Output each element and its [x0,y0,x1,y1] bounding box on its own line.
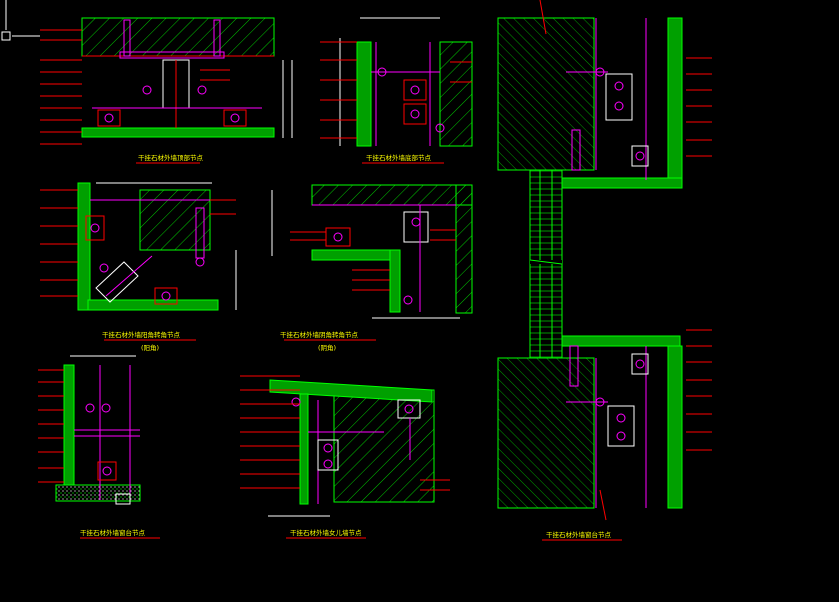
title-detail-4: 干挂石材外墙阴角转角节点 [280,330,359,339]
title-detail-5: 干挂石材外墙窗台节点 [80,528,146,537]
title-detail-2: 干挂石材外墙底部节点 [366,153,432,162]
detail-5 [38,355,160,539]
detail-2 [320,17,473,164]
subtitle-detail-3: (阳角) [141,343,159,352]
title-detail-7: 干挂石材外墙窗台节点 [546,530,612,539]
title-detail-6: 干挂石材外墙女儿墙节点 [290,528,362,537]
detail-4 [271,184,473,341]
title-detail-3: 干挂石材外墙阳角转角节点 [102,330,181,339]
crosshair-icon [1,0,40,41]
subtitle-detail-4: (阴角) [318,343,336,352]
detail-1 [40,17,293,164]
detail-3 [40,182,237,341]
title-detail-1: 干挂石材外墙顶部节点 [138,153,204,162]
detail-7 [497,0,712,541]
detail-6 [240,375,450,539]
